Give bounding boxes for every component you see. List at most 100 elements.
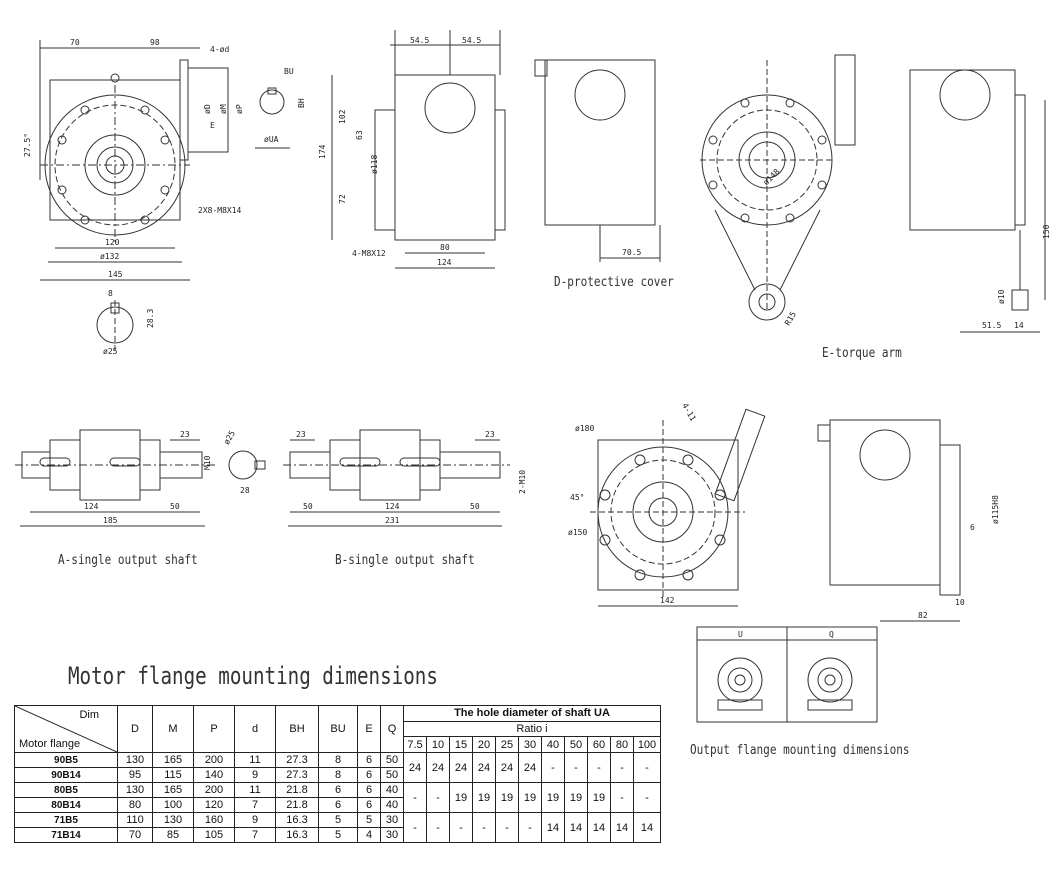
- dim-key-28-3: 28.3: [146, 309, 155, 328]
- cell: 11: [234, 752, 276, 768]
- cell: 6: [357, 752, 381, 768]
- dim-2x8: 2X8-M8X14: [198, 206, 242, 215]
- corner-mf-label: Motor flange: [19, 738, 81, 750]
- ua-cell: -: [633, 782, 661, 813]
- ua-cell: 24: [495, 752, 519, 783]
- cell: 110: [117, 812, 153, 828]
- caption-output-flange: Output flange mounting dimensions: [690, 743, 910, 758]
- corner-dim-label: Dim: [79, 709, 99, 721]
- header-ratio: Ratio i: [403, 720, 661, 738]
- dim-UA: øUA: [264, 135, 279, 144]
- table-row: 71B14 70 85 105 7 16.3 5 4 30: [14, 827, 661, 843]
- cell: 40: [380, 782, 404, 798]
- ua-cell: 24: [449, 752, 473, 783]
- row-name: 80B5: [14, 782, 118, 798]
- dim-shaftA-23: 23: [180, 430, 190, 439]
- dim-cover-70-5: 70.5: [622, 248, 641, 257]
- cell: 130: [117, 782, 153, 798]
- dim-shaftB-2M10: 2-M10: [518, 470, 527, 494]
- dim-145: 145: [108, 270, 123, 279]
- dim-side-54-5b: 54.5: [462, 36, 481, 45]
- ratio-25: 25: [495, 736, 519, 753]
- header-ua-title: The hole diameter of shaft UA: [403, 705, 661, 722]
- cell: 21.8: [275, 797, 319, 813]
- cell: 200: [193, 782, 235, 798]
- dim-arm-10: ø10: [997, 289, 1006, 304]
- dim-shaftB-23a: 23: [296, 430, 306, 439]
- dim-arm-148: ø148: [761, 167, 781, 187]
- header-E: E: [357, 705, 381, 753]
- dim-D: øD: [203, 104, 212, 114]
- row-name: 90B14: [14, 767, 118, 783]
- cell: 4: [357, 827, 381, 843]
- header-M: M: [152, 705, 194, 753]
- ua-cell: 19: [495, 782, 519, 813]
- dim-side-63: 63: [355, 130, 364, 140]
- dim-shaftA-M10: M10: [203, 455, 212, 470]
- dim-shaftA-124: 124: [84, 502, 99, 511]
- cell: 7: [234, 827, 276, 843]
- cell: 9: [234, 812, 276, 828]
- row-name: 71B5: [14, 812, 118, 828]
- cell: 40: [380, 797, 404, 813]
- dim-27-5: 27.5°: [23, 133, 32, 157]
- ua-cell: 24: [403, 752, 427, 783]
- dim-BU: BU: [284, 67, 294, 76]
- ua-cell: -: [472, 812, 496, 843]
- cell: 200: [193, 752, 235, 768]
- ua-cell: -: [518, 812, 542, 843]
- cell: 80: [117, 797, 153, 813]
- dim-of-180: ø180: [575, 424, 594, 433]
- dim-P: øP: [235, 104, 244, 114]
- header-Q: Q: [380, 705, 404, 753]
- ratio-10: 10: [426, 736, 450, 753]
- cell: 7: [234, 797, 276, 813]
- header-BH: BH: [275, 705, 319, 753]
- ratio-30: 30: [518, 736, 542, 753]
- table-row: 80B5 130 165 200 11 21.8 6 6 40 - - 19 1…: [14, 782, 661, 813]
- dim-side-4m8: 4-M8X12: [352, 249, 386, 258]
- ua-cell: 14: [587, 812, 611, 843]
- dim-arm-51-5: 51.5: [982, 321, 1001, 330]
- dim-side-54-5a: 54.5: [410, 36, 429, 45]
- ua-cell: -: [426, 782, 450, 813]
- table-corner: Dim Motor flange: [14, 705, 118, 753]
- caption-single-output-b: B-single output shaft: [335, 553, 475, 568]
- cell: 6: [357, 797, 381, 813]
- header-d: d: [234, 705, 276, 753]
- dim-key-25: ø25: [103, 347, 118, 356]
- output-flange-front: 4-11 ø180 45° ø150 142: [568, 402, 766, 607]
- dim-shaftB-23b: 23: [485, 430, 495, 439]
- header-BU: BU: [318, 705, 358, 753]
- ua-cell: 14: [541, 812, 565, 843]
- cell: 165: [152, 782, 194, 798]
- front-view: 70 98 4-ød 27.5° 2X8-M8X14 120 ø132 145 …: [23, 38, 244, 356]
- header-D: D: [117, 705, 153, 753]
- cell: 130: [117, 752, 153, 768]
- label-q: Q: [829, 630, 834, 639]
- ua-cell: 19: [587, 782, 611, 813]
- dim-arm-14: 14: [1014, 321, 1024, 330]
- shaft-a-view: 23 M10 124 50 185 ø25 28: [15, 429, 266, 527]
- dim-70: 70: [70, 38, 80, 47]
- ratio-50: 50: [564, 736, 588, 753]
- dim-os-115: ø115H8: [991, 495, 1000, 524]
- motor-flange-table: Dim Motor flange D M P d BH BU E Q The h…: [14, 705, 661, 843]
- label-u: U: [738, 630, 743, 639]
- ratio-100: 100: [633, 736, 661, 753]
- dim-side-80: 80: [440, 243, 450, 252]
- dim-side-102: 102: [338, 109, 347, 124]
- cell: 160: [193, 812, 235, 828]
- ua-cell: -: [449, 812, 473, 843]
- ua-cell: -: [403, 782, 427, 813]
- cell: 85: [152, 827, 194, 843]
- cell: 8: [318, 752, 358, 768]
- dim-4d: 4-ød: [210, 45, 229, 54]
- cell: 30: [380, 812, 404, 828]
- cell: 8: [318, 767, 358, 783]
- cell: 9: [234, 767, 276, 783]
- cell: 5: [318, 827, 358, 843]
- ua-cell: -: [426, 812, 450, 843]
- cell: 21.8: [275, 782, 319, 798]
